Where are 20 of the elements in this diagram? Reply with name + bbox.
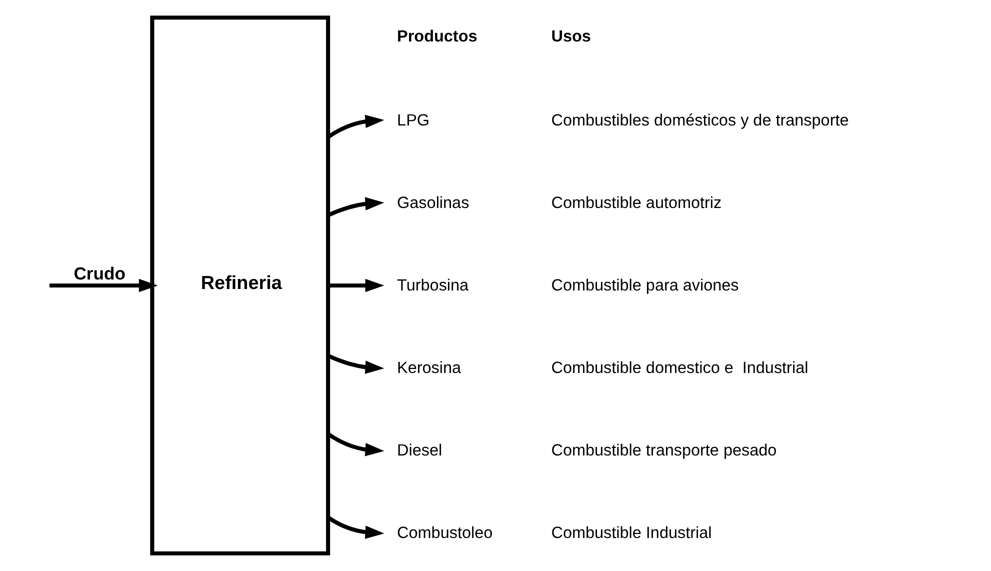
node-text: LPG (396, 111, 430, 130)
arrow (327, 197, 384, 217)
node-text: Diesel (396, 441, 442, 460)
node-text: Combustoleo (396, 524, 492, 542)
node-label: Combustible para aviones (550, 276, 738, 294)
arrow (49, 278, 158, 292)
label: Productos (396, 27, 477, 46)
node-text: Gasolinas (396, 194, 469, 212)
node-box: Refineria (150, 16, 330, 556)
node-label: Combustible automotriz (550, 194, 722, 212)
node-text: Kerosina (396, 358, 461, 377)
arrow (328, 278, 384, 292)
node-label: Combustible transporte pesado (550, 441, 776, 460)
node-label: Combustible domestico e Industrial (550, 358, 808, 377)
edge-label: Crudo (73, 263, 125, 284)
node-label: Combustibles domésticos y de transporte (550, 111, 848, 130)
node-label: Combustible Industrial (550, 524, 712, 542)
label: Usos (550, 27, 590, 46)
node-text: Turbosina (396, 276, 468, 294)
arrow (327, 354, 384, 374)
